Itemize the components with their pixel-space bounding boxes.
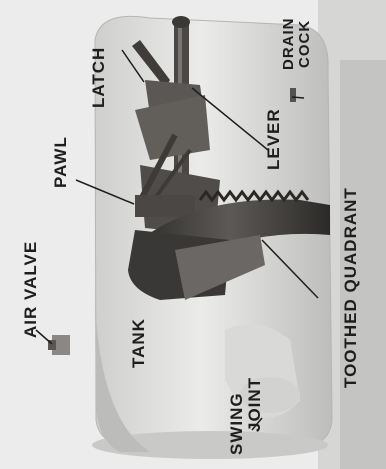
drain-cock-pipe	[290, 88, 296, 102]
pawl-block	[135, 195, 195, 217]
drain-leader	[292, 97, 304, 98]
label-lever: LEVER	[265, 108, 282, 170]
label-drain: DRAIN	[281, 18, 296, 71]
label-cock: COCK	[297, 20, 312, 68]
label-toothed-quadrant: TOOTHED QUADRANT	[342, 187, 359, 388]
label-tank: TANK	[130, 318, 147, 368]
label-swing: SWING	[228, 392, 245, 455]
label-pawl: PAWL	[52, 136, 69, 188]
label-latch: LATCH	[90, 47, 107, 108]
label-joint: JOINT	[246, 377, 263, 432]
lever-rod-tip	[172, 16, 190, 28]
label-air-valve: AIR VALVE	[22, 241, 39, 338]
